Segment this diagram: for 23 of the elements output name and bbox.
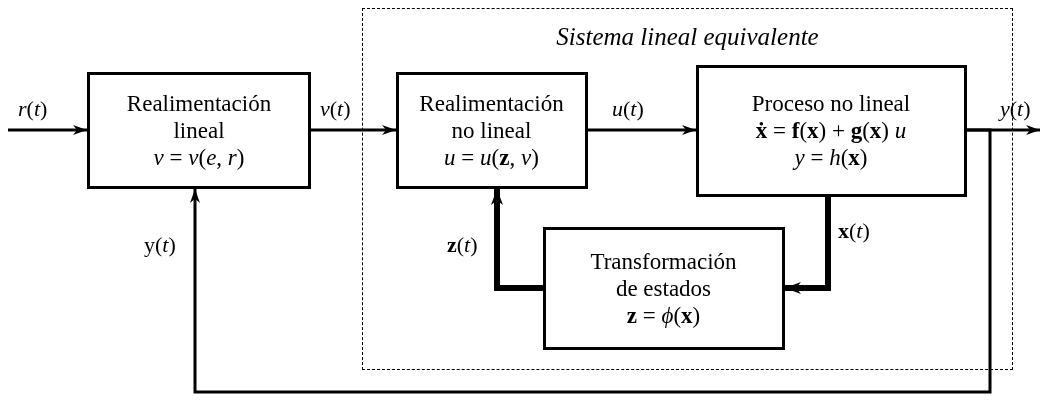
- group-title: Sistema lineal equivalente: [555, 23, 820, 50]
- equation: v = v(e, r): [153, 144, 245, 171]
- edge-label: y(t): [144, 232, 176, 258]
- equation: y = h(x): [794, 144, 868, 171]
- arrow: [785, 197, 831, 294]
- edge-label: z(t): [447, 232, 478, 258]
- edge-label: u(t): [612, 96, 644, 122]
- equation: ẋ = f(x) + g(x) u: [755, 117, 907, 144]
- edge-label: v(t): [320, 96, 351, 122]
- arrow: [588, 125, 696, 135]
- block-box: [542, 226, 785, 350]
- equation: z = ϕ(x): [626, 301, 701, 329]
- edge-label: x(t): [838, 218, 870, 244]
- arrow: [491, 189, 543, 291]
- block-box: [87, 72, 311, 189]
- block-title: Proceso no lineal: [751, 90, 911, 117]
- block-box: [395, 71, 588, 189]
- block-box: [695, 64, 967, 197]
- arrow: [311, 125, 396, 135]
- arrow: [190, 128, 992, 394]
- edge-label: r(t): [18, 96, 48, 122]
- equation: u = u(z, v): [444, 143, 539, 171]
- arrow: [8, 125, 87, 135]
